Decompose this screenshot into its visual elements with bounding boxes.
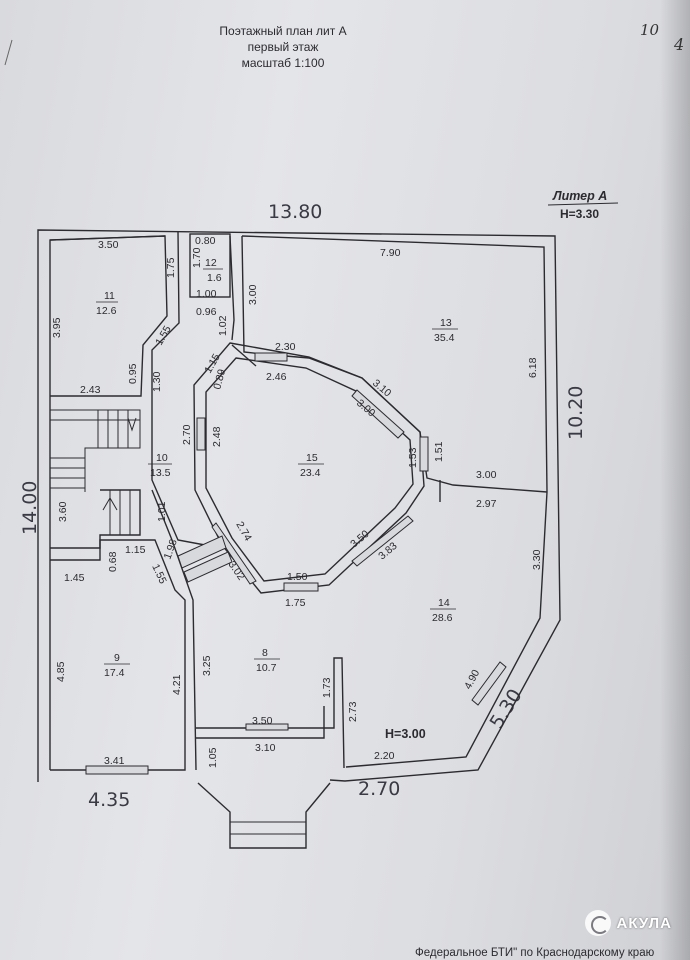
svg-text:1.50: 1.50 xyxy=(287,571,308,583)
svg-text:3.30: 3.30 xyxy=(531,549,543,570)
svg-text:1.02: 1.02 xyxy=(217,315,229,336)
sheet-edge-shadow xyxy=(660,0,690,960)
svg-text:1.00: 1.00 xyxy=(196,288,217,300)
hex-connector xyxy=(177,535,233,583)
svg-text:2.73: 2.73 xyxy=(347,701,359,722)
dim-overall-right: 10.20 xyxy=(565,386,587,440)
svg-text:7.90: 7.90 xyxy=(380,247,401,259)
svg-text:3.10: 3.10 xyxy=(255,742,276,754)
room-area: 23.4 xyxy=(300,467,321,479)
room-labels: 11 12.6 12 1.6 13 35.4 10 13.5 15 23.4 1… xyxy=(96,257,458,679)
room-area: 35.4 xyxy=(434,332,455,344)
room-15-walls xyxy=(193,342,429,594)
room-id: 12 xyxy=(205,257,217,269)
svg-text:1.45: 1.45 xyxy=(64,572,85,584)
svg-text:2.20: 2.20 xyxy=(374,750,395,762)
room-11-walls xyxy=(49,231,180,397)
plan-scale: масштаб 1:100 xyxy=(242,56,325,70)
plan-title: Поэтажный план лит А xyxy=(219,24,346,38)
room-id: 8 xyxy=(262,647,268,659)
sheet-corner-line xyxy=(4,39,13,66)
svg-text:1.75: 1.75 xyxy=(285,597,306,609)
liter-underline xyxy=(547,202,619,206)
svg-text:1.73: 1.73 xyxy=(321,677,333,698)
svg-text:1.15: 1.15 xyxy=(125,544,146,556)
svg-text:2.70: 2.70 xyxy=(181,424,193,445)
svg-text:1.53: 1.53 xyxy=(407,447,419,468)
room-id: 10 xyxy=(156,452,168,464)
svg-text:3.50: 3.50 xyxy=(348,528,371,550)
svg-text:3.25: 3.25 xyxy=(201,655,213,676)
room-area: 13.5 xyxy=(150,467,171,479)
svg-text:1.70: 1.70 xyxy=(191,247,203,268)
room-id: 11 xyxy=(104,290,115,302)
room-area: 1.6 xyxy=(207,272,222,284)
room-id: 15 xyxy=(306,452,318,464)
svg-text:1.01: 1.01 xyxy=(156,501,168,522)
sheet-number: 10 xyxy=(640,21,660,39)
svg-text:3.95: 3.95 xyxy=(51,317,63,338)
svg-text:2.97: 2.97 xyxy=(476,498,497,510)
svg-text:3.41: 3.41 xyxy=(104,755,125,767)
dim-overall-left: 14.00 xyxy=(19,481,41,535)
room-area: 28.6 xyxy=(432,612,453,624)
dimension-labels: 3.50 3.95 1.75 2.43 0.95 1.55 1.30 0.80 … xyxy=(51,235,543,768)
svg-text:1.51: 1.51 xyxy=(433,441,445,462)
svg-text:4.90: 4.90 xyxy=(462,668,482,692)
svg-text:2.48: 2.48 xyxy=(211,426,223,447)
room-12-walls xyxy=(189,233,235,341)
svg-text:1.55: 1.55 xyxy=(153,324,174,348)
liter-height: Н=3.30 xyxy=(560,207,599,221)
room-area: 17.4 xyxy=(104,667,125,679)
svg-text:4.21: 4.21 xyxy=(171,674,183,695)
svg-text:3.00: 3.00 xyxy=(247,284,259,305)
svg-text:2.43: 2.43 xyxy=(80,384,101,396)
svg-text:1.05: 1.05 xyxy=(207,747,219,768)
svg-text:6.18: 6.18 xyxy=(527,357,539,378)
ceiling-height-label: Н=3.00 xyxy=(385,727,426,741)
room-9-walls xyxy=(50,489,197,775)
svg-text:2.30: 2.30 xyxy=(275,341,296,353)
footer-text: Федеральное БТИ" по Краснодарскому краю xyxy=(415,947,655,959)
room-area: 10.7 xyxy=(256,662,277,674)
svg-text:3.50: 3.50 xyxy=(252,715,273,727)
svg-text:3.50: 3.50 xyxy=(98,239,119,251)
svg-text:3.00: 3.00 xyxy=(476,469,497,481)
svg-text:1.30: 1.30 xyxy=(151,371,163,392)
svg-text:0.96: 0.96 xyxy=(196,306,217,318)
svg-text:1.75: 1.75 xyxy=(165,257,177,278)
svg-text:3.60: 3.60 xyxy=(57,501,69,522)
room-area: 12.6 xyxy=(96,305,117,317)
svg-text:0.68: 0.68 xyxy=(107,551,119,572)
liter-label: Литер А xyxy=(552,189,607,203)
room-id: 14 xyxy=(438,597,450,609)
svg-text:3.02: 3.02 xyxy=(226,559,248,583)
room-id: 9 xyxy=(114,652,120,664)
watermark: АКУЛА xyxy=(584,910,672,936)
dim-overall-bottom-mid: 2.70 xyxy=(358,778,400,800)
room-8-walls xyxy=(196,657,345,769)
dim-overall-bottom-left: 4.35 xyxy=(88,789,130,811)
room-14-walls xyxy=(439,480,507,706)
svg-text:2.46: 2.46 xyxy=(266,371,287,383)
porch xyxy=(197,782,331,849)
shark-logo-icon xyxy=(584,910,611,936)
dim-overall-top: 13.80 xyxy=(268,201,322,223)
watermark-text: АКУЛА xyxy=(616,914,672,932)
svg-text:1.98: 1.98 xyxy=(162,538,180,561)
svg-text:4.85: 4.85 xyxy=(55,661,67,682)
room-10-walls xyxy=(50,396,206,549)
svg-text:0.80: 0.80 xyxy=(195,235,216,247)
plan-floor: первый этаж xyxy=(248,40,319,54)
svg-text:2.74: 2.74 xyxy=(233,520,254,544)
svg-text:0.89: 0.89 xyxy=(211,368,228,391)
svg-text:0.95: 0.95 xyxy=(127,363,139,384)
room-id: 13 xyxy=(440,317,452,329)
margin-mark: 4 xyxy=(673,35,684,54)
